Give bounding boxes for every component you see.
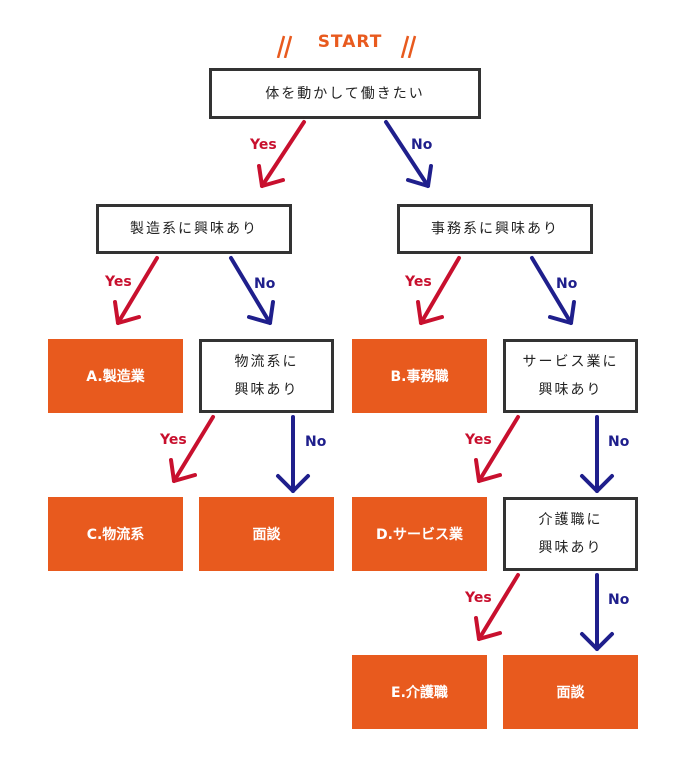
result-office-work: B.事務職 <box>352 339 487 413</box>
start-label: START <box>317 32 383 52</box>
no-label: No <box>254 276 276 292</box>
question-text-line-2: 興味あり <box>538 382 603 398</box>
no-arrow-icon <box>384 120 433 188</box>
yes-arrow-icon <box>474 415 520 483</box>
yes-label: Yes <box>465 590 492 606</box>
no-label: No <box>556 276 578 292</box>
yes-arrow-icon <box>169 415 215 483</box>
no-label: No <box>411 137 433 153</box>
question-text: 製造系に興味あり <box>130 221 258 237</box>
question-text: 体を動かして働きたい <box>265 85 425 102</box>
result-interview: 面談 <box>199 497 334 571</box>
question-text-line-2: 興味あり <box>234 382 299 398</box>
yes-arrow-icon <box>416 256 461 325</box>
yes-arrow-icon <box>257 120 306 188</box>
yes-label: Yes <box>465 432 492 448</box>
yes-label: Yes <box>105 274 132 290</box>
no-arrow-icon <box>580 415 614 493</box>
result-care: E.介護職 <box>352 655 487 729</box>
no-label: No <box>608 434 630 450</box>
question-text-line-1: サービス業に <box>522 354 619 370</box>
start-marker: START <box>270 30 430 58</box>
yes-label: Yes <box>405 274 432 290</box>
question-office: 事務系に興味あり <box>397 204 593 254</box>
result-logistics: C.物流系 <box>48 497 183 571</box>
no-label: No <box>608 592 630 608</box>
yes-label: Yes <box>250 137 277 153</box>
question-text-line-1: 介護職に <box>538 512 603 528</box>
question-service: サービス業に 興味あり <box>503 339 638 413</box>
yes-label: Yes <box>160 432 187 448</box>
question-logistics: 物流系に 興味あり <box>199 339 334 413</box>
yes-arrow-icon <box>113 256 159 325</box>
question-text-line-1: 物流系に <box>234 354 299 370</box>
result-interview: 面談 <box>503 655 638 729</box>
yes-arrow-icon <box>474 573 520 641</box>
question-manufacturing: 製造系に興味あり <box>96 204 292 254</box>
no-arrow-icon <box>580 573 614 651</box>
question-move-body: 体を動かして働きたい <box>209 68 481 119</box>
result-manufacturing: A.製造業 <box>48 339 183 413</box>
no-arrow-icon <box>276 415 310 493</box>
no-arrow-icon <box>530 256 576 325</box>
result-service: D.サービス業 <box>352 497 487 571</box>
question-text: 事務系に興味あり <box>431 221 559 237</box>
question-text-line-2: 興味あり <box>538 540 603 556</box>
no-arrow-icon <box>229 256 275 325</box>
start-decoration-icon <box>276 35 417 58</box>
question-care: 介護職に 興味あり <box>503 497 638 571</box>
no-label: No <box>305 434 327 450</box>
